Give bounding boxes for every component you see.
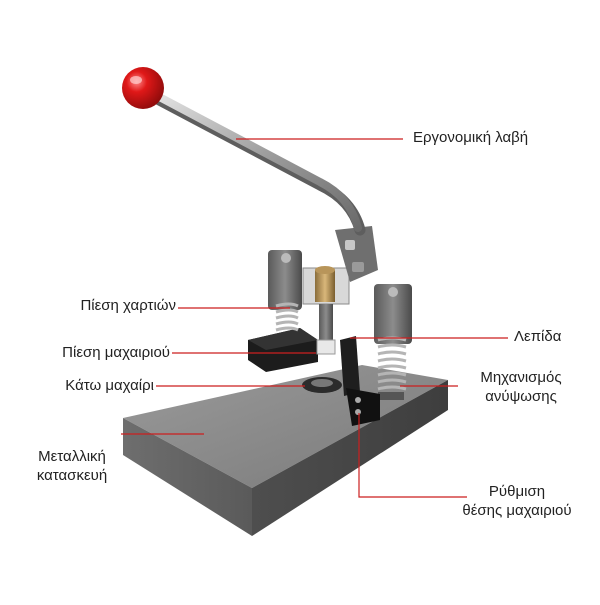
knife-carrier (302, 266, 350, 355)
base-right-face (252, 380, 448, 536)
paper-press-block (248, 328, 318, 372)
adjustment-screw-2 (355, 409, 361, 415)
lower-knife (302, 377, 342, 393)
label-paper-press: Πίεση χαρτιών (80, 297, 176, 314)
label-metal-construction: Μεταλλική κατασκευή (36, 448, 108, 484)
knife-adjustment-plate (346, 388, 380, 426)
knife-press-tip (316, 339, 336, 355)
lower-knife-hole (311, 379, 333, 387)
lever-arm (146, 88, 362, 232)
label-ergonomic-handle: Εργονομική λαβή (413, 129, 529, 146)
left-post (268, 250, 302, 332)
leader-lines (121, 138, 508, 498)
left-spring (275, 302, 299, 332)
label-knife-position-adjustment: Ρύθμιση θέσης μαχαιριού (462, 483, 572, 519)
label-lifting-mechanism: Μηχανισμός ανύψωσης (480, 369, 562, 405)
leader-line-adjustment (358, 413, 467, 498)
base-plate (123, 365, 448, 536)
blade (340, 336, 360, 396)
knife-shaft (319, 304, 333, 348)
ergonomic-handle (122, 67, 366, 236)
label-blade: Λεπίδα (514, 328, 562, 345)
label-lower-knife: Κάτω μαχαίρι (65, 377, 154, 394)
handle-knob (122, 67, 164, 109)
label-knife-press: Πίεση μαχαιριού (62, 344, 170, 361)
right-post-bolt (388, 287, 398, 297)
lifting-spring (377, 336, 407, 391)
lever-pivot (335, 226, 378, 282)
lever-arm-shadow (144, 89, 366, 236)
knife-holder-brass (315, 270, 335, 302)
left-post-bolt (281, 253, 291, 263)
base-left-face (123, 418, 252, 536)
adjustment-screw-1 (355, 397, 361, 403)
